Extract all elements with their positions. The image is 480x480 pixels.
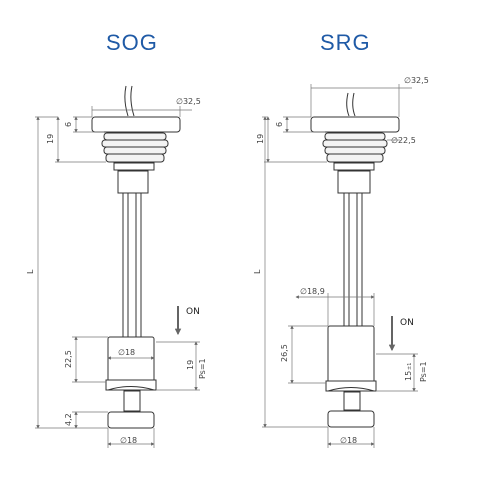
srg-ps-label: Ps=1 [419,361,428,382]
srg-thread [324,146,386,155]
sog-ps-label: Ps=1 [198,358,207,379]
sog-on-label: ON [186,307,200,317]
sog-sensor [91,85,181,429]
sog-thread [103,146,167,155]
srg-dim-labels: ∅32,5 ∅22,5 6 19 L ∅18,9 26,5 15 ±1 Ps=1… [253,76,429,445]
sog-on-indicator: ON [174,306,200,336]
sog-dimensions [35,106,200,448]
srg-thread [322,139,388,148]
srg-float [327,325,375,384]
sog-top-section-label: 19 [46,134,55,144]
srg-switch-tolerance-label: ±1 [407,363,413,370]
srg-top-section-label: 19 [256,134,265,144]
srg-cable [346,92,350,117]
srg-stop [327,410,375,428]
srg-head-height-label: 6 [275,122,284,127]
sog-thread [103,132,167,141]
sog-head-diameter-label: ∅32,5 [176,97,201,106]
sog-dim-labels: ∅32,5 6 19 L ∅18 22,5 19 Ps=1 4,2 ∅18 [26,97,207,445]
sog-stop [107,411,155,429]
srg-head [310,116,400,133]
sog-stop-diameter-label: ∅18 [120,436,137,445]
srg-thread-diameter-label: ∅22,5 [391,136,416,145]
sog-float-diameter-label: ∅18 [118,348,135,357]
sog-float-height-label: 22,5 [64,350,73,368]
sog-title: SOG [106,30,158,55]
sog-mount [113,162,155,171]
sog-stop-height-label: 4,2 [64,413,73,426]
sog-thread [105,153,165,163]
srg-on-label: ON [400,318,414,328]
sog-rod-block [117,170,149,194]
sog-cable [130,85,135,117]
sog-head-height-label: 6 [64,122,73,127]
sog-head [91,116,181,133]
srg-title: SRG [320,30,371,55]
srg-rod-block [337,170,371,194]
srg-length-label: L [253,269,262,274]
srg-head-diameter-label: ∅32,5 [404,76,429,85]
srg-sensor [310,92,400,428]
sog-cable [124,85,129,117]
sog-length-label: L [26,269,35,274]
srg-mount [333,162,375,171]
sog-float [107,336,155,383]
srg-thread [324,132,386,141]
sog-thread [101,139,169,148]
sog-switch-point-label: 19 [186,360,195,370]
srg-switch-point-label: 15 [404,371,413,381]
srg-float-diameter-label: ∅18,9 [300,287,325,296]
srg-dimensions [262,84,418,448]
srg-float-height-label: 26,5 [280,344,289,362]
srg-thread [326,153,384,163]
srg-on-indicator: ON [388,316,414,352]
srg-stop-diameter-label: ∅18 [340,436,357,445]
srg-cable [352,92,356,117]
